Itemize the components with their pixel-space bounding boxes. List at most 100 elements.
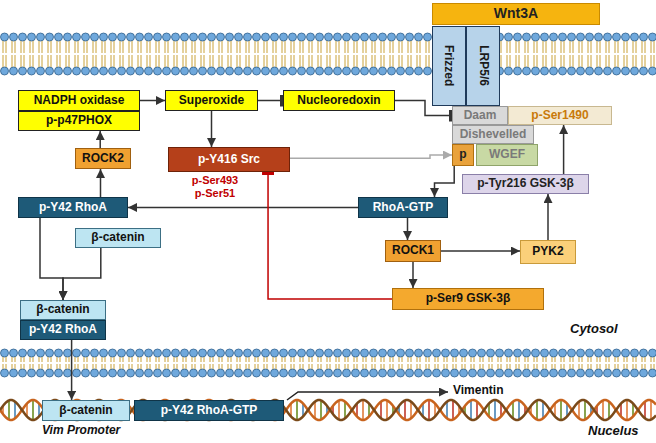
- base-pair: [404, 400, 406, 419]
- node-text: Nucleoredoxin: [297, 94, 380, 107]
- protein-box: Daam: [452, 106, 508, 125]
- kinase-box: p-Ser9 GSK-3β: [392, 288, 544, 310]
- gtpase-box: p-Y42 RhoA: [18, 197, 128, 218]
- activation-arrow: [211, 111, 213, 147]
- node-text: NADPH oxidase: [34, 94, 125, 107]
- node-text: β-catenin: [36, 303, 89, 316]
- subunit-box: p-p47PHOX: [18, 111, 140, 131]
- base-pair: [584, 400, 586, 419]
- base-pair: [542, 402, 544, 419]
- node-text: Daam: [464, 109, 497, 122]
- gtpase-box: RhoA-GTP: [358, 197, 448, 218]
- base-pair: [536, 400, 538, 419]
- base-pair: [14, 402, 16, 419]
- ligand-box: Wnt3A: [432, 3, 600, 25]
- base-pair: [8, 400, 10, 419]
- activation-arrow: [40, 218, 63, 300]
- node-text: p-Ser1490: [531, 109, 588, 122]
- node-text: Superoxide: [179, 94, 244, 107]
- compartment-label: Cytosol: [570, 322, 618, 336]
- gene-product-label: Vimentin: [453, 384, 503, 397]
- complex-box: p-Y42 RhoA: [20, 320, 106, 340]
- base-pair: [32, 400, 34, 420]
- kinase-box: PYK2: [520, 240, 576, 264]
- activation-arrow: [563, 125, 565, 174]
- node-text: p: [459, 148, 466, 161]
- base-pair: [644, 402, 646, 419]
- activation-arrow: [63, 248, 101, 300]
- base-pair: [650, 400, 652, 419]
- phospho-site-label: p-Ser51: [195, 187, 235, 199]
- activation-arrow: [441, 250, 520, 252]
- enzyme-box: NADPH oxidase: [18, 90, 140, 111]
- base-pair: [380, 402, 382, 419]
- node-text: ROCK2: [82, 152, 124, 165]
- node-text: RhoA-GTP: [373, 201, 434, 214]
- base-pair: [410, 402, 412, 419]
- node-text: p-Ser9 GSK-3β: [426, 292, 511, 305]
- base-pair: [386, 400, 388, 419]
- base-pair: [494, 400, 496, 420]
- node-text: p-Y42 RhoA-GTP: [161, 404, 258, 417]
- promoter-label: Vim Promoter: [42, 424, 120, 437]
- phospho-site-box: p-Ser1490: [508, 106, 612, 125]
- activation-arrow: [100, 169, 102, 197]
- base-pair: [362, 400, 364, 420]
- transcription-arrow: [287, 392, 448, 400]
- activation-arrow: [99, 131, 101, 148]
- kinase-box: ROCK1: [385, 240, 441, 262]
- nuclear-membrane: [0, 348, 656, 378]
- protein-box: Nucleoredoxin: [283, 90, 395, 111]
- protein-box: WGEF: [476, 144, 538, 166]
- compartment-label: Nucelus: [588, 424, 639, 438]
- base-pair: [452, 400, 454, 419]
- node-text: ROCK1: [392, 244, 434, 257]
- base-pair: [470, 400, 472, 419]
- activation-arrow: [407, 218, 409, 240]
- receptor-box: LRP5/6: [466, 26, 500, 106]
- node-text: p-Y42 RhoA: [39, 201, 107, 214]
- base-pair: [428, 400, 430, 420]
- inhibition-connector: [268, 172, 392, 299]
- protein-box: β-catenin: [75, 228, 161, 248]
- base-pair: [476, 402, 478, 419]
- dna-helix: [0, 400, 656, 420]
- molecule-box: Superoxide: [165, 90, 258, 111]
- node-text: LRP5/6: [476, 46, 489, 87]
- activation-arrow: [547, 194, 549, 240]
- node-text: PYK2: [532, 245, 563, 258]
- node-text: Frizzed: [442, 45, 455, 86]
- node-text: p-Tyr216 GSK-3β: [477, 177, 573, 190]
- activation-arrow: [435, 166, 455, 197]
- base-pair: [446, 402, 448, 419]
- base-pair: [296, 400, 298, 420]
- base-pair: [608, 402, 610, 419]
- kinase-box: p-Tyr216 GSK-3β: [462, 174, 589, 194]
- phospho-site-label: p-Ser493: [192, 174, 238, 186]
- node-text: WGEF: [489, 148, 525, 161]
- receptor-box: Frizzed: [432, 26, 466, 106]
- plasma-membrane: [0, 32, 656, 76]
- node-text: β-catenin: [91, 231, 144, 244]
- node-text: Wnt3A: [494, 6, 538, 21]
- complex-box: p-Y42 RhoA-GTP: [134, 400, 284, 421]
- node-text: p-Y416 Src: [198, 153, 260, 166]
- inhibition-connector: [258, 100, 283, 102]
- base-pair: [626, 400, 628, 420]
- phospho-box: p: [452, 144, 474, 166]
- node-text: p-Y42 RhoA: [29, 323, 97, 336]
- base-pair: [518, 400, 520, 419]
- kinase-box: p-Y416 Src: [168, 147, 290, 172]
- node-text: β-catenin: [59, 404, 112, 417]
- base-pair: [578, 402, 580, 419]
- base-pair: [314, 402, 316, 419]
- base-pair: [344, 402, 346, 419]
- protein-box: Dishevelled: [452, 125, 534, 144]
- base-pair: [602, 400, 604, 419]
- activation-arrow: [71, 340, 73, 400]
- base-pair: [512, 402, 514, 419]
- activation-arrow: [412, 262, 414, 288]
- node-text: Dishevelled: [460, 128, 527, 141]
- activation-arrow: [140, 100, 165, 102]
- activation-arrow: [128, 207, 358, 209]
